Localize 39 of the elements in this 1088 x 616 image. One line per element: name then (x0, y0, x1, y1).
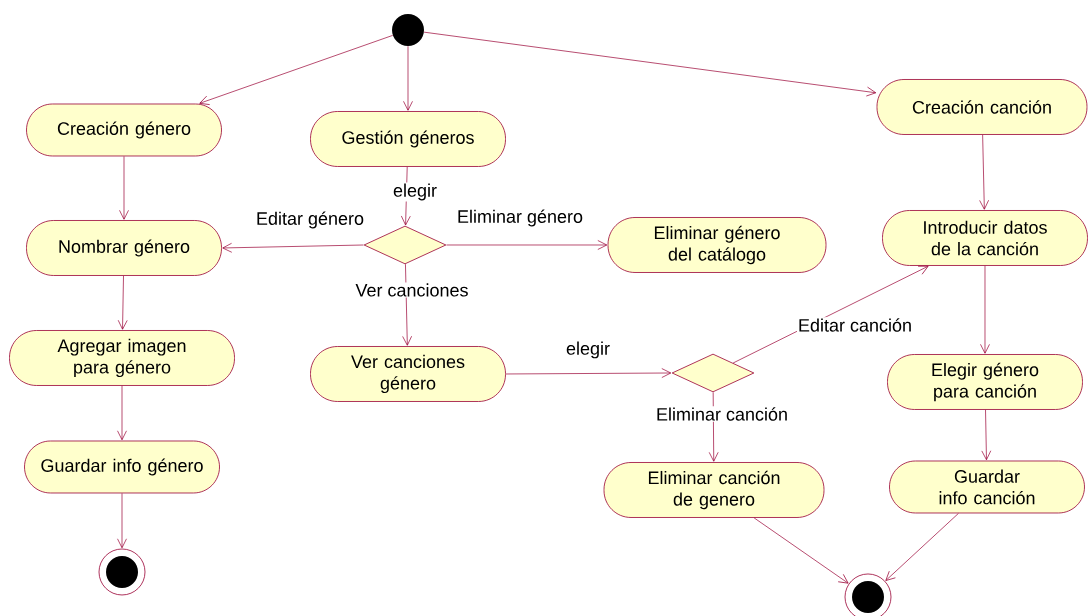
activity-box: Agregar imagen para género (9, 330, 235, 386)
end-node (844, 573, 892, 616)
edge-label: elegir (392, 182, 438, 202)
decision-diamond (363, 225, 447, 265)
edge-label: Editar género (254, 210, 366, 230)
edge-label: elegir (565, 340, 611, 360)
arrow (753, 517, 849, 584)
activity-box: Ver canciones género (310, 346, 506, 402)
activity-box: Creación canción (876, 79, 1088, 135)
arrow (117, 385, 127, 441)
activity-box: Guardar info género (24, 440, 220, 494)
activity-box: Introducir datos de la canción (882, 210, 1088, 266)
start-node (392, 14, 424, 46)
arrow (446, 240, 608, 250)
arrow (423, 31, 877, 97)
activity-box: Elegir género para canción (887, 354, 1083, 410)
edge-label: Eliminar género (456, 208, 585, 228)
end-node (98, 548, 146, 596)
arrow (119, 156, 129, 220)
arrow (403, 45, 413, 111)
activity-box: Eliminar género del catálogo (607, 217, 827, 273)
arrow (117, 275, 128, 330)
activity-box: Guardar info canción (889, 460, 1085, 514)
arrow (979, 134, 989, 210)
activity-box: Eliminar canción de genero (603, 462, 825, 518)
arrow (199, 35, 394, 105)
edge-label: Ver canciones (354, 282, 470, 298)
edge-label: Editar canción (796, 317, 914, 333)
activity-box: Gestión géneros (310, 111, 506, 167)
arrow (505, 368, 672, 378)
arrow (981, 409, 992, 461)
arrow (885, 513, 959, 581)
arrow (222, 242, 364, 253)
activity-box: Nombrar género (26, 220, 222, 276)
arrow (117, 493, 127, 549)
arrow (980, 265, 990, 354)
decision-diamond (671, 353, 755, 393)
edge-label: Eliminar canción (655, 406, 790, 422)
activity-box: Creación género (26, 103, 222, 157)
